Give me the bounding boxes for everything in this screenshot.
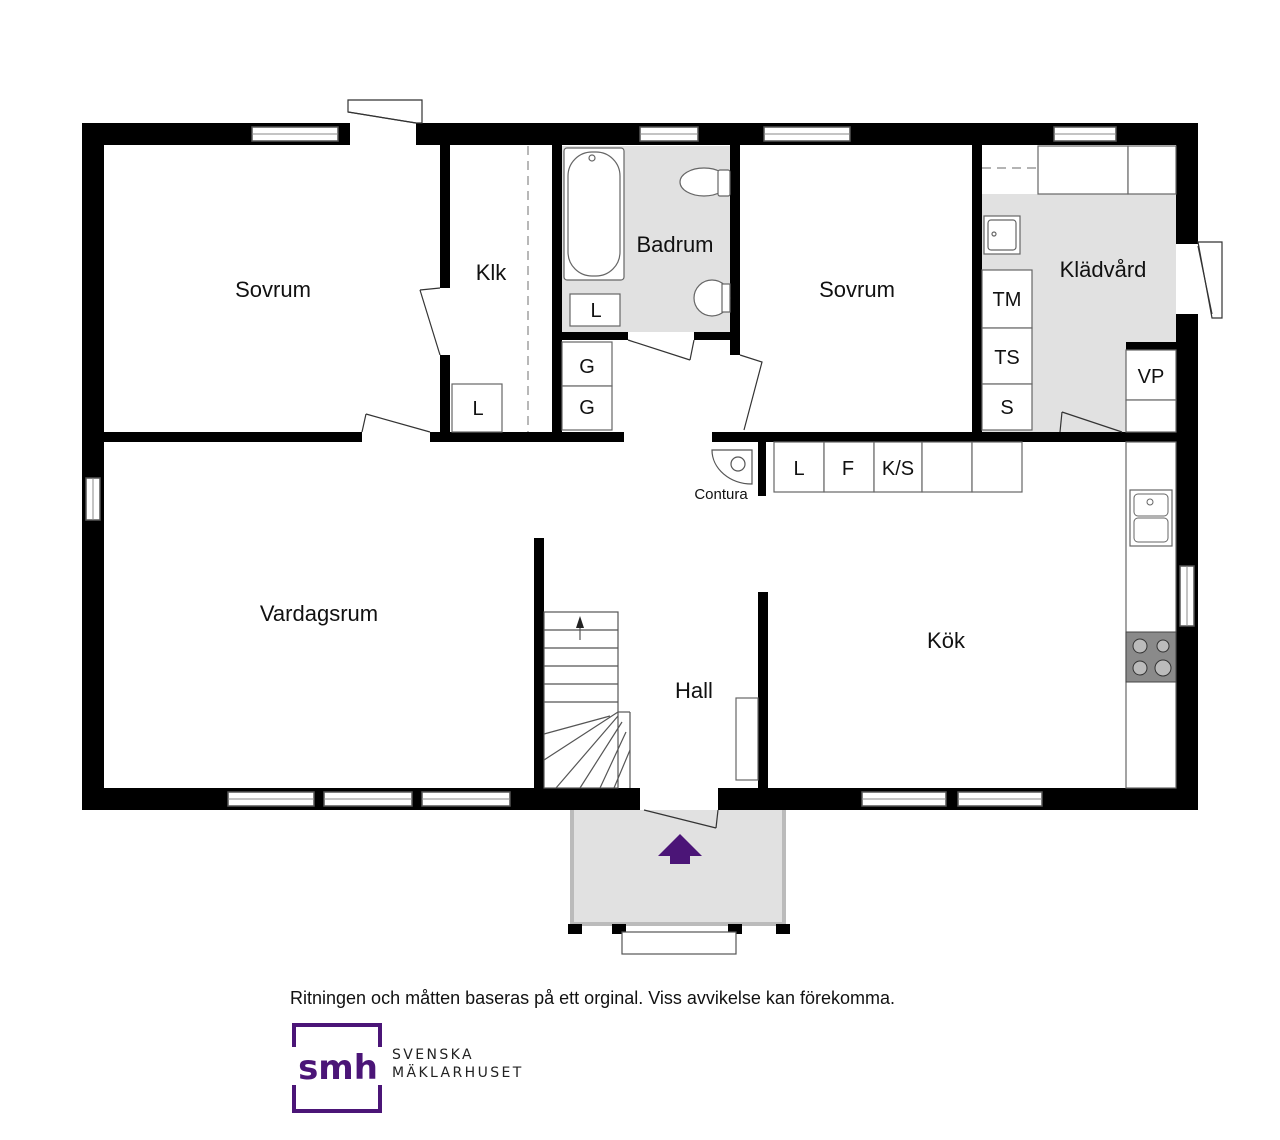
- room-label-kladvard: Klädvård: [1060, 257, 1147, 282]
- room-label-kok: Kök: [927, 628, 966, 653]
- brand-logo: smh SVENSKA MÄKLARHUSET: [292, 1023, 552, 1113]
- stairs: [543, 611, 631, 789]
- label-g1: G: [579, 356, 595, 378]
- label-kitchen-f: F: [842, 458, 854, 480]
- bathroom-fixtures: [563, 147, 1021, 317]
- interior-doors: [361, 287, 1123, 829]
- laundry-top-right: [1127, 145, 1177, 195]
- label-vp: VP: [1138, 366, 1165, 388]
- brand-line-1: SVENSKA: [392, 1047, 474, 1063]
- brand-line-2: MÄKLARHUSET: [392, 1065, 524, 1081]
- entrance-arrow-icon: [658, 834, 702, 864]
- label-ts: TS: [994, 347, 1020, 369]
- laundry-top-left: [1037, 145, 1129, 195]
- label-kitchen-l: L: [793, 458, 804, 480]
- kitchen-l: [773, 441, 825, 493]
- windows: [85, 126, 1195, 807]
- label-kitchen-ks: K/S: [882, 458, 914, 480]
- hall-shelf: [735, 697, 759, 781]
- bath-cabinet: [569, 293, 621, 327]
- room-label-hall: Hall: [675, 678, 713, 703]
- kitchen-fixtures: [1125, 489, 1177, 683]
- porch: [568, 810, 790, 955]
- disclaimer-text: Ritningen och måtten baseras på ett orgi…: [290, 988, 895, 1008]
- label-bad-l: L: [590, 300, 601, 322]
- klk-cabinet: [451, 383, 503, 433]
- fireplace: [711, 449, 753, 485]
- exterior-doors: [347, 99, 1223, 810]
- porch-floor: [572, 810, 784, 926]
- ts-cabinet: [981, 327, 1033, 385]
- s-cabinet: [981, 383, 1033, 431]
- room-label-vardagsrum: Vardagsrum: [260, 601, 378, 626]
- label-tm: TM: [993, 289, 1022, 311]
- label-g2: G: [579, 397, 595, 419]
- label-s: S: [1000, 397, 1013, 419]
- kitchen-counter-b: [971, 441, 1023, 493]
- stairs-arrow-icon: [576, 616, 584, 628]
- room-label-badrum: Badrum: [636, 232, 713, 257]
- kitchen-stove: [1125, 631, 1177, 683]
- label-contura: Contura: [694, 486, 748, 503]
- label-klk-l: L: [472, 398, 483, 420]
- tm-cabinet: [981, 269, 1033, 329]
- g-cabinet-1: [561, 341, 613, 387]
- kitchen-counter-a: [921, 441, 973, 493]
- smh-logo-icon: smh: [292, 1023, 384, 1113]
- room-label-sovrum-left: Sovrum: [235, 277, 311, 302]
- vp-shelf: [1125, 399, 1177, 433]
- room-label-sovrum-right: Sovrum: [819, 277, 895, 302]
- vp-cabinet: [1125, 349, 1177, 401]
- room-label-klk: Klk: [476, 260, 508, 285]
- svg-text:smh: smh: [298, 1048, 378, 1088]
- g-cabinet-2: [561, 385, 613, 431]
- kitchen-ks: [873, 441, 923, 493]
